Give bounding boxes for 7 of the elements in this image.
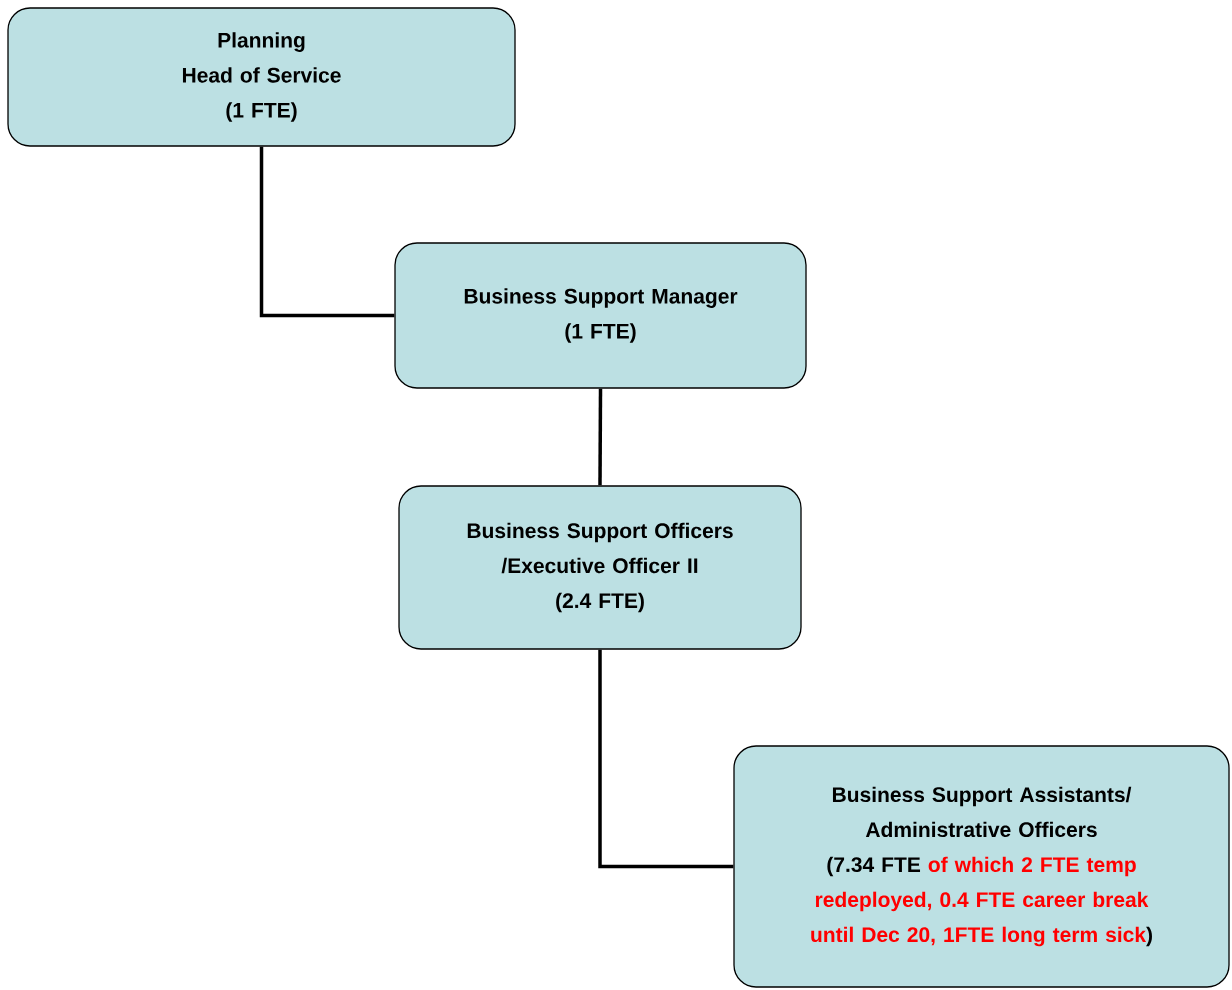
connector-line <box>598 388 603 486</box>
org-box: Planning Head of Service (1 FTE) <box>7 7 516 147</box>
org-box: Business Support Manager (1 FTE) <box>394 242 807 389</box>
connector-line <box>259 146 395 318</box>
connector-line <box>598 649 734 869</box>
org-box: Business Support Assistants/ Administrative Officers (7.34 FTE of which 2 FTE temp redeployed, 0.4 FTE career break until Dec 20, 1FTE long term sick) <box>733 745 1230 988</box>
org-box: Business Support Officers /Executive Officer II (2.4 FTE) <box>398 485 802 650</box>
